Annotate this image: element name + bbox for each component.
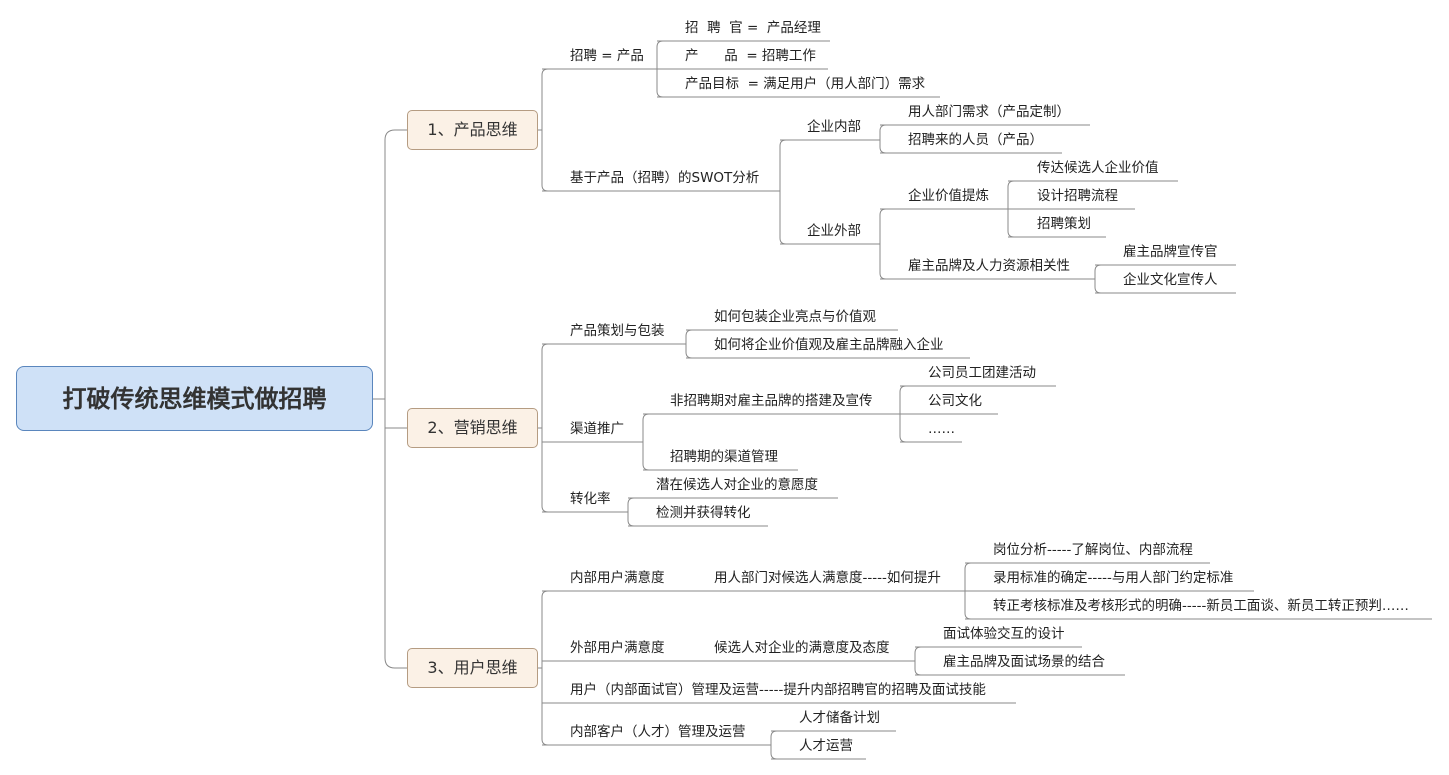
topic-convey-value[interactable]: 传达候选人企业价值	[1037, 160, 1159, 176]
topic-talent-operation[interactable]: 人才运营	[799, 738, 853, 754]
topic-candidate-satisfaction[interactable]: 候选人对企业的满意度及态度	[714, 640, 890, 656]
branch-user-thinking[interactable]: 3、用户思维	[407, 648, 538, 688]
b1b2b-spine	[1094, 264, 1102, 294]
topic-external[interactable]: 企业外部	[807, 223, 861, 239]
topic-hiring-standard[interactable]: 录用标准的确定-----与用人部门约定标准	[993, 570, 1234, 586]
topic-integrate-values[interactable]: 如何将企业价值观及雇主品牌融入企业	[714, 337, 944, 353]
topic-swot-analysis[interactable]: 基于产品（招聘）的SWOT分析	[570, 170, 760, 186]
topic-employer-brand-hr[interactable]: 雇主品牌及人力资源相关性	[908, 258, 1070, 274]
topic-talent-reserve[interactable]: 人才储备计划	[799, 710, 880, 726]
topic-recruited-staff[interactable]: 招聘来的人员（产品）	[908, 132, 1043, 148]
topic-design-process[interactable]: 设计招聘流程	[1037, 188, 1118, 204]
branch-product-thinking[interactable]: 1、产品思维	[407, 110, 538, 150]
topic-company-culture[interactable]: 公司文化	[928, 393, 982, 409]
branch-marketing-thinking[interactable]: 2、营销思维	[407, 408, 538, 448]
topic-product-is-recruiting[interactable]: 产 品 = 招聘工作	[685, 48, 816, 64]
b1b-spine	[779, 139, 787, 245]
topic-ellipsis[interactable]: ……	[928, 421, 955, 437]
root-node-box[interactable]	[16, 366, 373, 431]
topic-non-recruit-brand[interactable]: 非招聘期对雇主品牌的搭建及宣传	[670, 393, 873, 409]
topic-product-goal[interactable]: 产品目标 = 满足用户（用人部门）需求	[685, 76, 926, 92]
b3b-spine	[914, 646, 922, 676]
topic-value-refine[interactable]: 企业价值提炼	[908, 188, 989, 204]
topic-dept-satisfaction[interactable]: 用人部门对候选人满意度-----如何提升	[714, 570, 941, 586]
topic-brand-officer[interactable]: 雇主品牌宣传官	[1123, 244, 1218, 260]
topic-job-analysis[interactable]: 岗位分析-----了解岗位、内部流程	[993, 542, 1193, 558]
topic-channel-promotion[interactable]: 渠道推广	[570, 421, 624, 437]
topic-brand-interview-scene[interactable]: 雇主品牌及面试场景的结合	[943, 654, 1105, 670]
b1b1-spine	[879, 124, 887, 154]
topic-internal[interactable]: 企业内部	[807, 119, 861, 135]
topic-detect-convert[interactable]: 检测并获得转化	[656, 505, 751, 521]
topic-conversion-rate[interactable]: 转化率	[570, 491, 611, 507]
topic-package-highlights[interactable]: 如何包装企业亮点与价值观	[714, 309, 876, 325]
topic-internal-satisfaction[interactable]: 内部用户满意度	[570, 570, 665, 586]
topic-recruit-plan[interactable]: 招聘策划	[1037, 216, 1091, 232]
b2a-spine	[685, 329, 693, 359]
b2-spine	[541, 343, 549, 513]
b1-spine	[541, 68, 549, 192]
topic-talent-management[interactable]: 内部客户（人才）管理及运营	[570, 724, 746, 740]
topic-culture-promoter[interactable]: 企业文化宣传人	[1123, 272, 1218, 288]
topic-recruit-equals-product[interactable]: 招聘 = 产品	[570, 48, 644, 64]
topic-channel-management[interactable]: 招聘期的渠道管理	[670, 449, 778, 465]
topic-team-building[interactable]: 公司员工团建活动	[928, 365, 1036, 381]
b1b2-spine	[879, 208, 887, 280]
main-trunk	[384, 129, 396, 669]
b3d-spine	[770, 730, 778, 760]
b3-spine	[541, 590, 549, 746]
topic-recruiter-is-pm[interactable]: 招 聘 官 = 产品经理	[685, 20, 821, 36]
topic-interview-experience[interactable]: 面试体验交互的设计	[943, 626, 1065, 642]
topic-external-satisfaction[interactable]: 外部用户满意度	[570, 640, 665, 656]
topic-product-packaging[interactable]: 产品策划与包装	[570, 323, 665, 339]
b2c-spine	[627, 497, 635, 527]
root-node-label: 打破传统思维模式做招聘	[62, 384, 327, 413]
b2b-spine	[642, 413, 650, 471]
topic-interviewer-management[interactable]: 用户（内部面试官）管理及运营-----提升内部招聘官的招聘及面试技能	[570, 682, 986, 698]
topic-probation-review[interactable]: 转正考核标准及考核形式的明确-----新员工面谈、新员工转正预判……	[993, 598, 1409, 614]
topic-dept-demand[interactable]: 用人部门需求（产品定制）	[908, 104, 1070, 120]
topic-candidate-willingness[interactable]: 潜在候选人对企业的意愿度	[656, 477, 818, 493]
